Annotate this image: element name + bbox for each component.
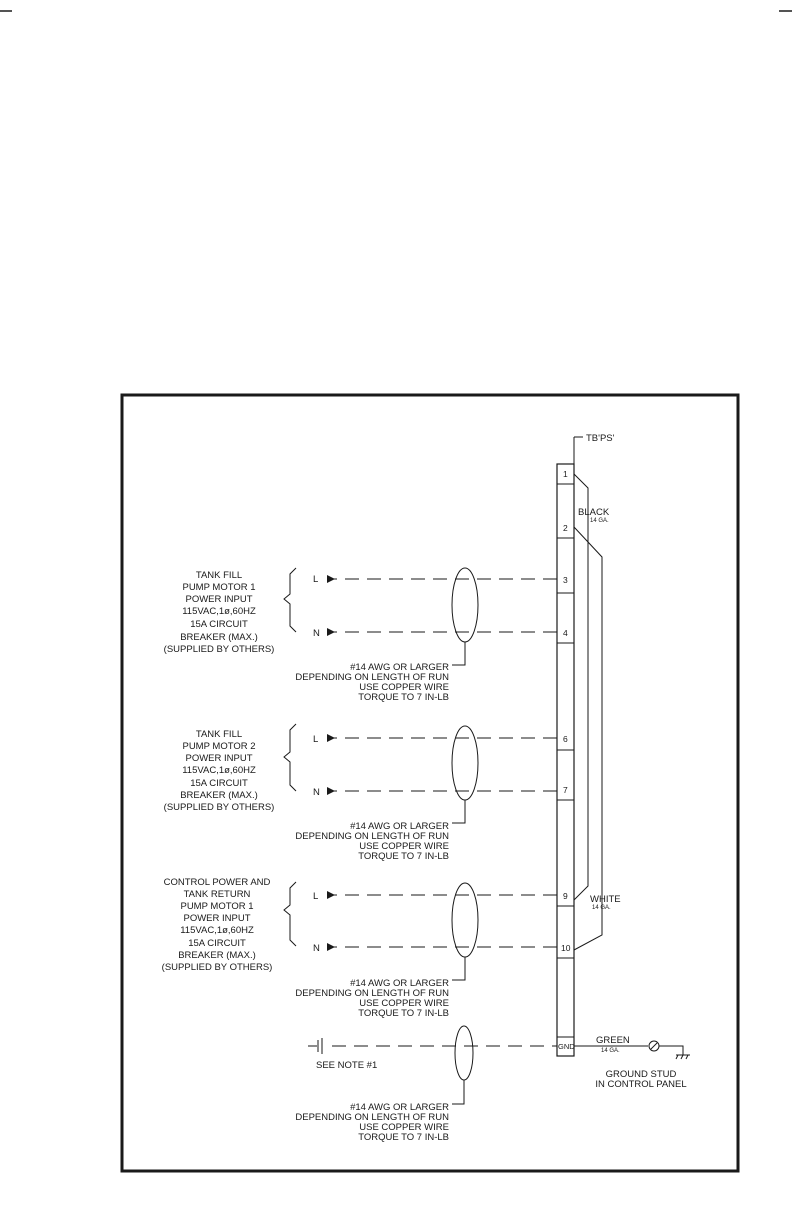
circuit-description: CONTROL POWER AND TANK RETURN PUMP MOTOR…	[162, 877, 273, 973]
terminal-1: 1	[563, 469, 568, 479]
svg-text:(SUPPLIED BY OTHERS): (SUPPLIED BY OTHERS)	[164, 802, 275, 813]
ground-stud-icon	[648, 1040, 690, 1060]
svg-text:(SUPPLIED BY OTHERS): (SUPPLIED BY OTHERS)	[164, 644, 275, 655]
svg-text:115VAC,1ø,60HZ: 115VAC,1ø,60HZ	[182, 606, 256, 617]
circuit-pump-motor-1: TANK FILL PUMP MOTOR 1 POWER INPUT 115VA…	[164, 567, 557, 703]
svg-text:#14 AWG OR LARGER: #14 AWG OR LARGER	[350, 1102, 449, 1113]
ground-circuit: SEE NOTE #1 #14 AWG OR LARGER DEPENDING …	[295, 1025, 690, 1143]
svg-text:USE COPPER WIRE: USE COPPER WIRE	[359, 998, 449, 1009]
svg-text:115VAC,1ø,60HZ: 115VAC,1ø,60HZ	[180, 925, 254, 936]
svg-text:#14 AWG OR LARGER: #14 AWG OR LARGER	[350, 978, 449, 989]
circuit-control-power: CONTROL POWER AND TANK RETURN PUMP MOTOR…	[162, 877, 557, 1019]
svg-text:DEPENDING ON LENGTH OF RUN: DEPENDING ON LENGTH OF RUN	[295, 988, 449, 999]
wire-note: #14 AWG OR LARGER DEPENDING ON LENGTH OF…	[295, 978, 449, 1019]
svg-text:USE COPPER WIRE: USE COPPER WIRE	[359, 841, 449, 852]
svg-text:BREAKER (MAX.): BREAKER (MAX.)	[178, 950, 256, 961]
neutral-label: N	[313, 628, 320, 639]
svg-text:TANK FILL: TANK FILL	[196, 570, 242, 581]
svg-text:DEPENDING ON LENGTH OF RUN: DEPENDING ON LENGTH OF RUN	[295, 1112, 449, 1123]
see-note-label: SEE NOTE #1	[316, 1060, 377, 1071]
svg-text:(SUPPLIED BY OTHERS): (SUPPLIED BY OTHERS)	[162, 962, 273, 973]
svg-text:PUMP MOTOR 2: PUMP MOTOR 2	[182, 741, 255, 752]
svg-text:USE COPPER WIRE: USE COPPER WIRE	[359, 1122, 449, 1133]
terminal-block: TB'PS' 1 2 3 4 6 7 9 10 GND	[556, 433, 615, 1057]
svg-text:CONTROL POWER AND: CONTROL POWER AND	[164, 877, 271, 888]
svg-text:15A CIRCUIT: 15A CIRCUIT	[188, 938, 246, 949]
svg-text:TORQUE TO 7 IN-LB: TORQUE TO 7 IN-LB	[358, 1132, 449, 1143]
svg-text:15A CIRCUIT: 15A CIRCUIT	[190, 778, 248, 789]
white-jumper-label: WHITE	[590, 894, 621, 905]
diagram-frame	[120, 393, 740, 1173]
cable-ellipse	[451, 725, 479, 801]
terminal-10: 10	[561, 943, 571, 953]
terminal-6: 6	[563, 734, 568, 744]
svg-text:15A CIRCUIT: 15A CIRCUIT	[190, 619, 248, 630]
neutral-label: N	[313, 943, 320, 954]
terminal-4: 4	[563, 628, 568, 638]
black-jumper-gauge: 14 GA.	[590, 518, 609, 524]
green-wire-gauge: 14 GA.	[601, 1048, 620, 1054]
ground-wire-note: #14 AWG OR LARGER DEPENDING ON LENGTH OF…	[295, 1102, 449, 1143]
svg-text:GROUND STUD: GROUND STUD	[606, 1069, 677, 1080]
line-label: L	[313, 734, 318, 745]
black-jumper-label: BLACK	[578, 507, 610, 518]
line-label: L	[313, 891, 318, 902]
ground-stud-label: GROUND STUD IN CONTROL PANEL	[595, 1069, 686, 1090]
terminal-gnd: GND	[558, 1042, 575, 1051]
svg-text:TORQUE TO 7 IN-LB: TORQUE TO 7 IN-LB	[358, 1008, 449, 1019]
svg-text:#14 AWG OR LARGER: #14 AWG OR LARGER	[350, 821, 449, 832]
svg-text:POWER INPUT: POWER INPUT	[185, 753, 252, 764]
circuit-description: TANK FILL PUMP MOTOR 1 POWER INPUT 115VA…	[164, 570, 275, 655]
svg-text:TANK RETURN: TANK RETURN	[184, 889, 251, 900]
green-wire-label: GREEN	[596, 1035, 630, 1046]
ground-symbol-left	[308, 1038, 323, 1054]
wire-note: #14 AWG OR LARGER DEPENDING ON LENGTH OF…	[295, 662, 449, 703]
circuit-description: TANK FILL PUMP MOTOR 2 POWER INPUT 115VA…	[164, 729, 275, 813]
wire-note: #14 AWG OR LARGER DEPENDING ON LENGTH OF…	[295, 821, 449, 862]
terminal-7: 7	[563, 785, 568, 795]
svg-text:DEPENDING ON LENGTH OF RUN: DEPENDING ON LENGTH OF RUN	[295, 672, 449, 683]
circuit-pump-motor-2: TANK FILL PUMP MOTOR 2 POWER INPUT 115VA…	[164, 723, 557, 862]
svg-text:115VAC,1ø,60HZ: 115VAC,1ø,60HZ	[182, 765, 256, 776]
white-jumper-gauge: 14 GA.	[592, 905, 611, 911]
svg-text:PUMP MOTOR 1: PUMP MOTOR 1	[182, 582, 255, 593]
svg-text:TANK FILL: TANK FILL	[196, 729, 242, 740]
svg-text:PUMP MOTOR 1: PUMP MOTOR 1	[180, 901, 253, 912]
svg-text:BREAKER (MAX.): BREAKER (MAX.)	[180, 632, 258, 643]
svg-text:POWER INPUT: POWER INPUT	[183, 913, 250, 924]
svg-text:BREAKER (MAX.): BREAKER (MAX.)	[180, 790, 258, 801]
svg-text:USE COPPER WIRE: USE COPPER WIRE	[359, 682, 449, 693]
svg-text:TORQUE TO 7 IN-LB: TORQUE TO 7 IN-LB	[358, 692, 449, 703]
terminal-3: 3	[563, 575, 568, 585]
cable-ellipse	[451, 882, 479, 958]
svg-text:POWER INPUT: POWER INPUT	[185, 594, 252, 605]
svg-text:DEPENDING ON LENGTH OF RUN: DEPENDING ON LENGTH OF RUN	[295, 831, 449, 842]
svg-text:TORQUE TO 7 IN-LB: TORQUE TO 7 IN-LB	[358, 851, 449, 862]
terminal-9: 9	[563, 891, 568, 901]
line-label: L	[313, 574, 318, 585]
jumper-wires: BLACK 14 GA. WHITE 14 GA.	[573, 473, 621, 951]
svg-text:#14 AWG OR LARGER: #14 AWG OR LARGER	[350, 662, 449, 673]
svg-text:IN CONTROL PANEL: IN CONTROL PANEL	[595, 1079, 686, 1090]
terminal-block-label: TB'PS'	[586, 433, 615, 444]
neutral-label: N	[313, 787, 320, 798]
terminal-2: 2	[563, 523, 568, 533]
ground-cable-ellipse	[454, 1025, 474, 1081]
